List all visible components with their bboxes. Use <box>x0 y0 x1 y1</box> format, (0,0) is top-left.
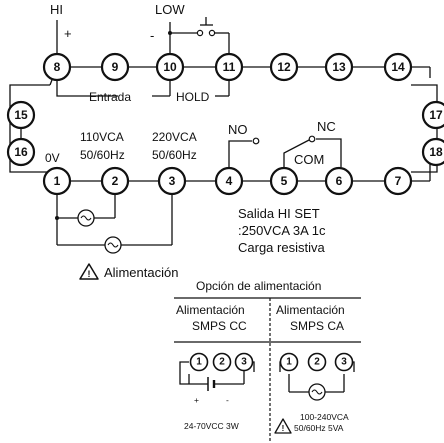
terminal-16: 16 <box>6 137 36 167</box>
warning-icon-small: ! <box>274 418 292 434</box>
terminal-14: 14 <box>383 52 413 82</box>
terminal-13: 13 <box>324 52 354 82</box>
terminal-4: 4 <box>214 166 244 196</box>
svg-text:6: 6 <box>336 174 343 188</box>
terminal-7: 7 <box>383 166 413 196</box>
cc-terminal-2: 2 <box>212 352 232 372</box>
svg-text:!: ! <box>88 269 91 279</box>
svg-text:16: 16 <box>14 145 28 159</box>
svg-text:12: 12 <box>277 60 291 74</box>
terminal-10: 10 <box>155 52 185 82</box>
output-spec-line2: :250VCA 3A 1c <box>238 223 326 238</box>
svg-text:3: 3 <box>241 357 247 368</box>
svg-text:5: 5 <box>281 174 288 188</box>
ac-spec-line2: 50/60Hz 5VA <box>294 423 344 433</box>
terminal-2: 2 <box>100 166 130 196</box>
svg-text:1: 1 <box>54 174 61 188</box>
220v-label: 220VCA <box>152 130 197 144</box>
terminal-17: 17 <box>421 100 444 130</box>
dc-spec-label: 24-70VCC 3W <box>184 421 239 431</box>
svg-text:1: 1 <box>286 357 292 368</box>
svg-text:1: 1 <box>196 357 202 368</box>
svg-text:15: 15 <box>14 108 28 122</box>
svg-text:7: 7 <box>395 174 402 188</box>
power-supply-label: Alimentación <box>104 265 178 280</box>
svg-text:2: 2 <box>314 357 320 368</box>
svg-text:10: 10 <box>163 60 177 74</box>
terminal-18: 18 <box>421 137 444 167</box>
power-option-title: Opción de alimentación <box>196 279 321 293</box>
output-spec-line3: Carga resistiva <box>238 240 325 255</box>
cc-title-line1: Alimentación <box>176 303 245 317</box>
terminal-3: 3 <box>157 166 187 196</box>
terminal-8: 8 <box>42 52 72 82</box>
output-spec-line1: Salida HI SET <box>238 206 320 221</box>
ca-title-line1: Alimentación <box>276 303 345 317</box>
220hz-label: 50/60Hz <box>152 148 197 162</box>
svg-text:11: 11 <box>223 60 236 74</box>
com-label: COM <box>294 152 324 167</box>
ac-spec-line1: 100-240VCA <box>300 412 349 422</box>
zero-v-label: 0V <box>45 151 60 165</box>
110hz-label: 50/60Hz <box>80 148 125 162</box>
terminal-15: 15 <box>6 100 36 130</box>
terminal-11: 11 <box>214 52 244 82</box>
dc-plus-sign: + <box>194 395 199 405</box>
cc-terminal-1: 1 <box>189 352 209 372</box>
svg-text:2: 2 <box>112 174 119 188</box>
svg-text:14: 14 <box>391 60 405 74</box>
warning-icon: ! <box>79 263 99 280</box>
ca-terminal-3: 3 <box>334 352 354 372</box>
terminal-6: 6 <box>324 166 354 196</box>
entrada-label: Entrada <box>89 90 131 104</box>
minus-sign: - <box>150 28 154 43</box>
terminal-9: 9 <box>100 52 130 82</box>
dc-minus-sign: - <box>226 395 229 405</box>
svg-text:3: 3 <box>341 357 347 368</box>
nc-label: NC <box>317 119 336 134</box>
terminal-5: 5 <box>269 166 299 196</box>
svg-text:2: 2 <box>219 357 225 368</box>
svg-text:13: 13 <box>332 60 346 74</box>
low-label: LOW <box>155 2 185 17</box>
ac-source-symbol-smps <box>308 383 326 401</box>
svg-text:18: 18 <box>429 145 443 159</box>
svg-text:9: 9 <box>112 60 119 74</box>
ac-source-symbol-110 <box>77 209 95 227</box>
hold-label: HOLD <box>176 90 210 104</box>
no-label: NO <box>228 122 248 137</box>
terminal-12: 12 <box>269 52 299 82</box>
ca-terminal-2: 2 <box>307 352 327 372</box>
power-option-table: Opción de alimentación Alimentación SMPS… <box>174 279 361 442</box>
svg-text:17: 17 <box>429 108 443 122</box>
terminal-1: 1 <box>42 166 72 196</box>
svg-text:3: 3 <box>169 174 176 188</box>
svg-text:4: 4 <box>226 174 233 188</box>
ca-terminal-1: 1 <box>279 352 299 372</box>
ac-source-symbol-220 <box>104 236 122 254</box>
plus-sign: + <box>64 26 72 41</box>
wiring-lines <box>9 17 438 246</box>
ca-title-line2: SMPS CA <box>290 319 344 333</box>
cc-terminal-3: 3 <box>234 352 254 372</box>
cc-title-line2: SMPS CC <box>192 319 247 333</box>
110v-label: 110VCA <box>80 130 124 144</box>
hi-label: HI <box>50 2 63 17</box>
svg-text:!: ! <box>282 424 285 433</box>
svg-text:8: 8 <box>54 60 61 74</box>
